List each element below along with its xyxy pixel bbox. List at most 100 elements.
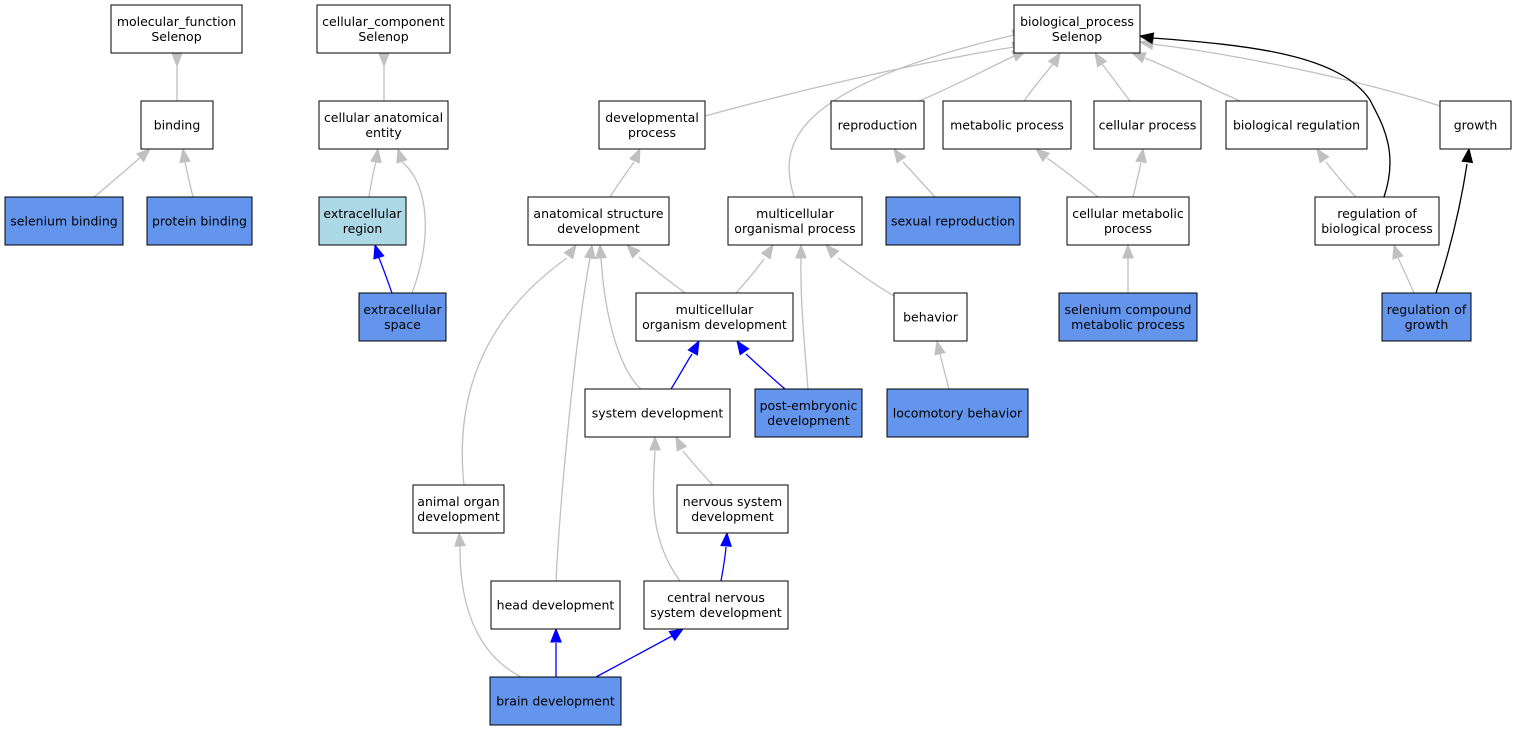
edge-arrowhead [563, 243, 577, 260]
node-box [942, 100, 1072, 150]
edge-line [93, 156, 142, 198]
node-label: extracellular [323, 206, 402, 221]
edge-locob-to-behavior [934, 339, 950, 390]
go-term-node-repro[interactable]: reproduction [830, 100, 925, 150]
edge-sexrepro-to-repro [893, 147, 936, 198]
node-label: regulation of [1387, 302, 1467, 317]
node-label: post-embryonic [760, 398, 858, 413]
edge-line [735, 258, 765, 294]
node-label: process [1104, 221, 1152, 236]
edge-line [1101, 63, 1131, 102]
edge-asd-to-devproc [609, 147, 641, 198]
node-label: region [343, 221, 383, 236]
edge-line [378, 257, 393, 294]
go-term-node-selbind[interactable]: selenium binding [4, 196, 124, 246]
edge-arrowhead [1122, 243, 1134, 259]
edge-line [720, 546, 727, 582]
edge-cellproc-to-bp [1094, 51, 1131, 102]
node-box [318, 100, 449, 150]
go-term-node-braindev[interactable]: brain development [489, 676, 622, 726]
node-label: organismal process [734, 221, 855, 236]
go-term-node-metab[interactable]: metabolic process [942, 100, 1072, 150]
edge-mod-to-mop [735, 243, 774, 294]
node-label: cellular_component [322, 14, 445, 29]
node-label: extracellular [363, 302, 442, 317]
edge-arrowhead [1392, 243, 1404, 260]
node-box [1381, 292, 1472, 342]
go-term-node-growth[interactable]: growth [1439, 100, 1512, 150]
edge-line [595, 635, 673, 678]
node-box [527, 196, 670, 246]
node-label: locomotory behavior [893, 406, 1023, 421]
node-label: head development [497, 598, 615, 613]
go-term-node-headdev[interactable]: head development [490, 580, 621, 630]
go-term-node-bioreg[interactable]: biological regulation [1225, 100, 1368, 150]
node-label: reproduction [838, 118, 918, 133]
edge-arrowhead [1135, 147, 1147, 164]
go-term-node-protbind[interactable]: protein binding [146, 196, 253, 246]
edge-arrowhead [135, 148, 152, 163]
edge-sysdev-to-asd [595, 243, 642, 390]
node-box [635, 292, 794, 342]
edge-line [184, 161, 194, 198]
node-label: developmental [605, 110, 699, 125]
edge-ped-to-mod [736, 339, 786, 390]
go-term-node-binding[interactable]: binding [140, 100, 214, 150]
go-term-node-behavior[interactable]: behavior [893, 292, 968, 342]
edge-line [1132, 162, 1142, 198]
node-label: organism development [642, 317, 787, 332]
go-term-node-cellproc[interactable]: cellular process [1093, 100, 1202, 150]
edge-nsd-to-sysdev [675, 435, 714, 486]
node-box [110, 4, 243, 54]
edge-line [1151, 37, 1391, 198]
node-label: entity [365, 125, 402, 140]
edge-behavior-to-mop [825, 244, 895, 297]
edge-ecregion-to-cae [368, 147, 382, 198]
node-box [140, 100, 214, 150]
edge-line [1435, 163, 1468, 294]
node-label: multicellular [676, 302, 755, 317]
edge-ecspace-to-ecregion [373, 243, 393, 294]
node-label: growth [1405, 317, 1449, 332]
node-box [676, 484, 789, 534]
edge-arrowhead [171, 52, 183, 68]
edge-sysdev-to-mod [670, 339, 700, 390]
node-box [886, 388, 1029, 438]
node-label: brain development [496, 694, 615, 709]
go-term-node-sexrepro[interactable]: sexual reproduction [885, 196, 1021, 246]
node-label: sexual reproduction [891, 214, 1015, 229]
node-label: metabolic process [1071, 317, 1185, 332]
edge-line [1325, 161, 1357, 198]
edge-line [609, 161, 635, 198]
edge-arrowhead [649, 435, 661, 451]
node-box [893, 292, 968, 342]
edge-arrowhead [179, 147, 191, 164]
go-term-node-locob[interactable]: locomotory behavior [886, 388, 1029, 438]
node-box [490, 580, 621, 630]
edge-arrowhead [584, 243, 596, 260]
go-term-node-sysdev[interactable]: system development [584, 388, 731, 438]
node-label: Selenop [151, 29, 201, 44]
edge-line [837, 257, 895, 297]
edge-line [1151, 43, 1441, 107]
edge-arrowhead [736, 339, 750, 356]
